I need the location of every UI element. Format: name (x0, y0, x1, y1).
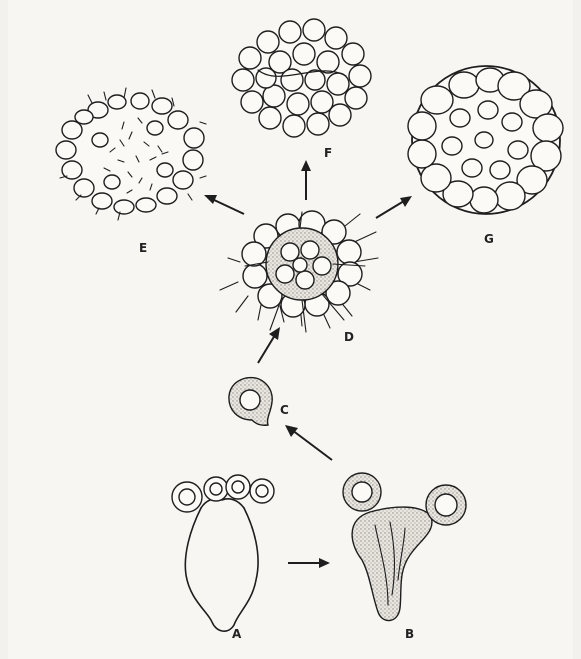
label-c: C (280, 403, 289, 417)
stage-b-figure (343, 473, 466, 621)
label-g: G (484, 232, 494, 246)
arrow-b-to-c (285, 425, 332, 460)
label-b: B (405, 627, 414, 641)
stage-d-figure (220, 211, 378, 332)
label-e: E (139, 241, 147, 255)
label-f: F (324, 146, 332, 160)
stage-f-figure (232, 19, 371, 137)
label-a: A (232, 627, 241, 641)
arrow-a-to-b (288, 558, 330, 568)
stage-c-figure (229, 378, 272, 426)
arrow-c-to-d (258, 327, 280, 363)
stage-e-figure (56, 88, 206, 220)
stage-a-figure (172, 475, 274, 631)
arrow-d-to-e (204, 195, 244, 214)
arrow-d-to-g (376, 196, 412, 218)
stage-g-figure (408, 66, 563, 214)
label-d: D (344, 330, 354, 344)
arrow-d-to-f (301, 160, 311, 200)
